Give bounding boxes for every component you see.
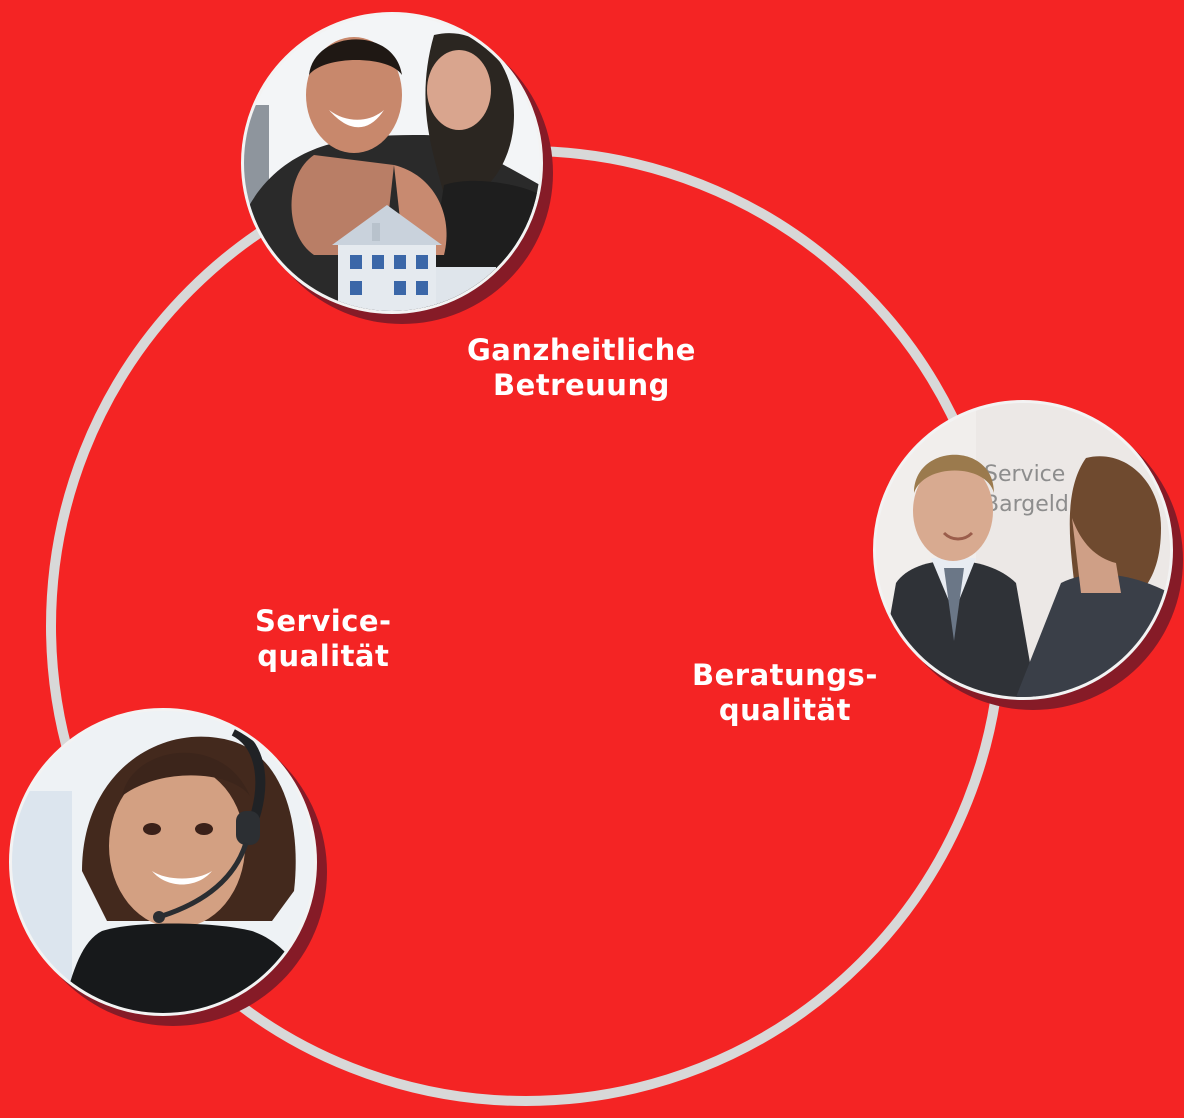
advisor-meeting-client-photo: Service Bargeld xyxy=(873,400,1173,700)
label-top-line-1: Ganzheitliche xyxy=(467,333,696,367)
label-left-line-2: qualität xyxy=(257,639,390,673)
sign-text-bargeld: Bargeld xyxy=(984,492,1069,517)
label-ganzheitliche-betreuung: Ganzheitliche Betreuung xyxy=(467,333,696,403)
call-center-agent-photo xyxy=(9,708,317,1016)
label-servicequalitaet: Service- qualität xyxy=(255,604,392,674)
label-right-line-2: qualität xyxy=(718,693,851,727)
label-top-line-2: Betreuung xyxy=(493,368,670,402)
photo-top-wrapper xyxy=(241,12,553,324)
label-beratungsqualitaet: Beratungs- qualität xyxy=(692,658,878,728)
photo-bottom-left-wrapper xyxy=(9,708,327,1026)
label-left-line-1: Service- xyxy=(255,604,392,638)
couple-with-house-model-photo xyxy=(241,12,543,314)
label-right-line-1: Beratungs- xyxy=(692,658,878,692)
photo-right-wrapper: Service Bargeld xyxy=(873,400,1183,710)
sign-text-service: Service xyxy=(984,462,1065,487)
